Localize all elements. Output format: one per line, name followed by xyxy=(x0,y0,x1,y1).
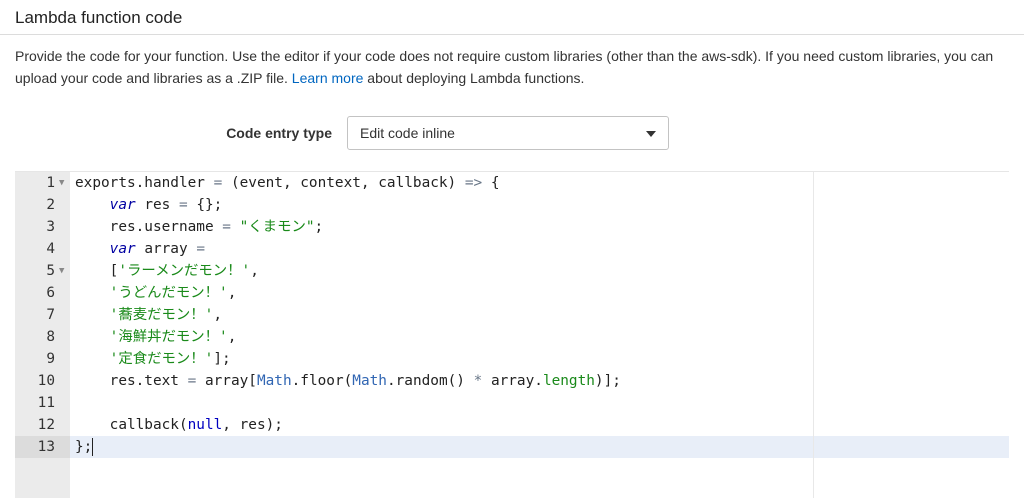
code-line-6: 'うどんだモン！', xyxy=(109,285,237,301)
fold-toggle-icon[interactable]: ▼ xyxy=(59,178,65,188)
description-text-after: about deploying Lambda functions. xyxy=(363,70,585,86)
active-line-gutter xyxy=(15,436,70,458)
line-number: 9 xyxy=(46,351,55,367)
code-line-5: ['ラーメンだモン！', xyxy=(109,263,259,279)
active-line-highlight xyxy=(70,436,1009,458)
code-line-12: callback(null, res); xyxy=(109,417,283,433)
code-line-3: res.username = "くまモン"; xyxy=(109,219,324,235)
section-title: Lambda function code xyxy=(15,8,183,27)
code-entry-select[interactable]: Edit code inline xyxy=(347,116,669,150)
line-number: 7 xyxy=(46,307,55,323)
line-number: 13 xyxy=(37,439,55,455)
code-line-2: var res = {}; xyxy=(109,197,223,213)
code-line-10: res.text = array[Math.floor(Math.random(… xyxy=(109,373,621,389)
code-line-1: exports.handler = (event, context, callb… xyxy=(75,175,500,191)
line-number: 2 xyxy=(46,197,55,213)
line-number: 10 xyxy=(37,373,55,389)
caret-down-icon xyxy=(646,131,656,137)
code-entry-label: Code entry type xyxy=(226,125,332,141)
code-line-4: var array = xyxy=(109,241,205,257)
description-text-before: Provide the code for your function. Use … xyxy=(15,48,994,86)
section-header: Lambda function code xyxy=(0,0,1024,35)
fold-toggle-icon[interactable]: ▼ xyxy=(59,266,65,276)
code-editor[interactable]: 1 2 3 4 5 6 7 8 9 10 11 12 13 ▼ ▼ export… xyxy=(15,171,1009,498)
learn-more-link[interactable]: Learn more xyxy=(291,70,364,86)
code-entry-selected-value: Edit code inline xyxy=(360,125,455,141)
code-line-8: '海鮮丼だモン！', xyxy=(109,329,237,345)
description: Provide the code for your function. Use … xyxy=(15,45,1005,89)
code-line-7: '蕎麦だモン！', xyxy=(109,307,223,323)
line-number: 4 xyxy=(46,241,55,257)
line-number: 8 xyxy=(46,329,55,345)
print-margin xyxy=(813,172,814,498)
code-line-13: }; xyxy=(75,438,94,456)
line-number: 5 xyxy=(46,263,55,279)
text-cursor xyxy=(92,438,94,456)
code-line-9: '定食だモン！']; xyxy=(109,351,231,367)
line-number: 12 xyxy=(37,417,55,433)
line-number: 11 xyxy=(37,395,55,411)
line-number: 3 xyxy=(46,219,55,235)
line-number: 6 xyxy=(46,285,55,301)
line-number: 1 xyxy=(46,175,55,191)
code-entry-row: Code entry type Edit code inline xyxy=(0,116,1024,152)
